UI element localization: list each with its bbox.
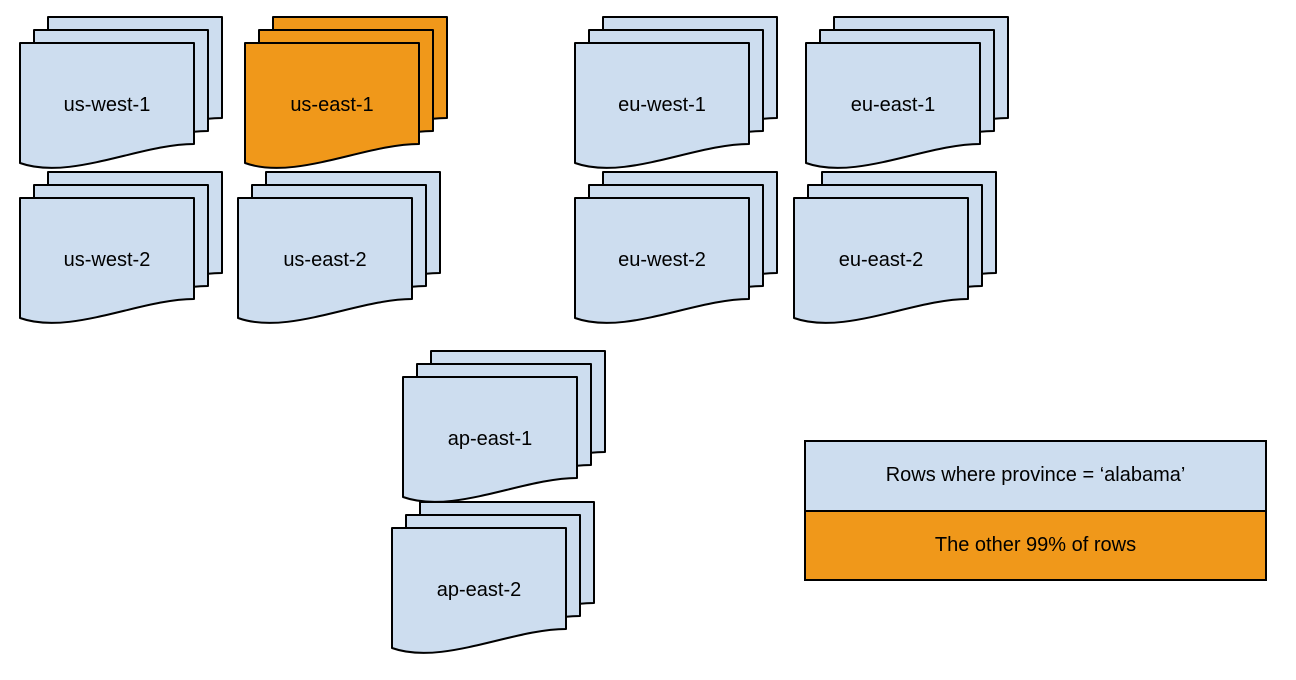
region-stack-ap-east-1: ap-east-1	[402, 350, 608, 507]
document-stack-icon	[793, 171, 997, 324]
legend-item-label: The other 99% of rows	[934, 533, 1137, 556]
legend-item-label: Rows where province = ‘alabama’	[885, 464, 1186, 487]
legend-item-other-rows: The other 99% of rows	[806, 511, 1265, 579]
document-stack-icon	[574, 171, 778, 324]
document-stack-icon	[805, 16, 1009, 169]
region-stack-ap-east-2: ap-east-2	[391, 501, 597, 658]
region-stack-eu-west-2: eu-west-2	[574, 171, 780, 328]
region-stack-eu-west-1: eu-west-1	[574, 16, 780, 173]
document-stack-icon	[244, 16, 448, 169]
document-stack-icon	[574, 16, 778, 169]
document-stack-icon	[402, 350, 606, 503]
document-stack-icon	[237, 171, 441, 324]
document-stack-icon	[19, 171, 223, 324]
legend-item-alabama-rows: Rows where province = ‘alabama’	[806, 442, 1265, 512]
region-stack-us-east-1: us-east-1	[244, 16, 450, 173]
region-stack-eu-east-2: eu-east-2	[793, 171, 999, 328]
region-stack-us-west-1: us-west-1	[19, 16, 225, 173]
document-stack-icon	[19, 16, 223, 169]
document-stack-icon	[391, 501, 595, 654]
region-stack-us-west-2: us-west-2	[19, 171, 225, 328]
region-stack-eu-east-1: eu-east-1	[805, 16, 1011, 173]
region-stack-us-east-2: us-east-2	[237, 171, 443, 328]
legend: Rows where province = ‘alabama’ The othe…	[804, 440, 1267, 581]
